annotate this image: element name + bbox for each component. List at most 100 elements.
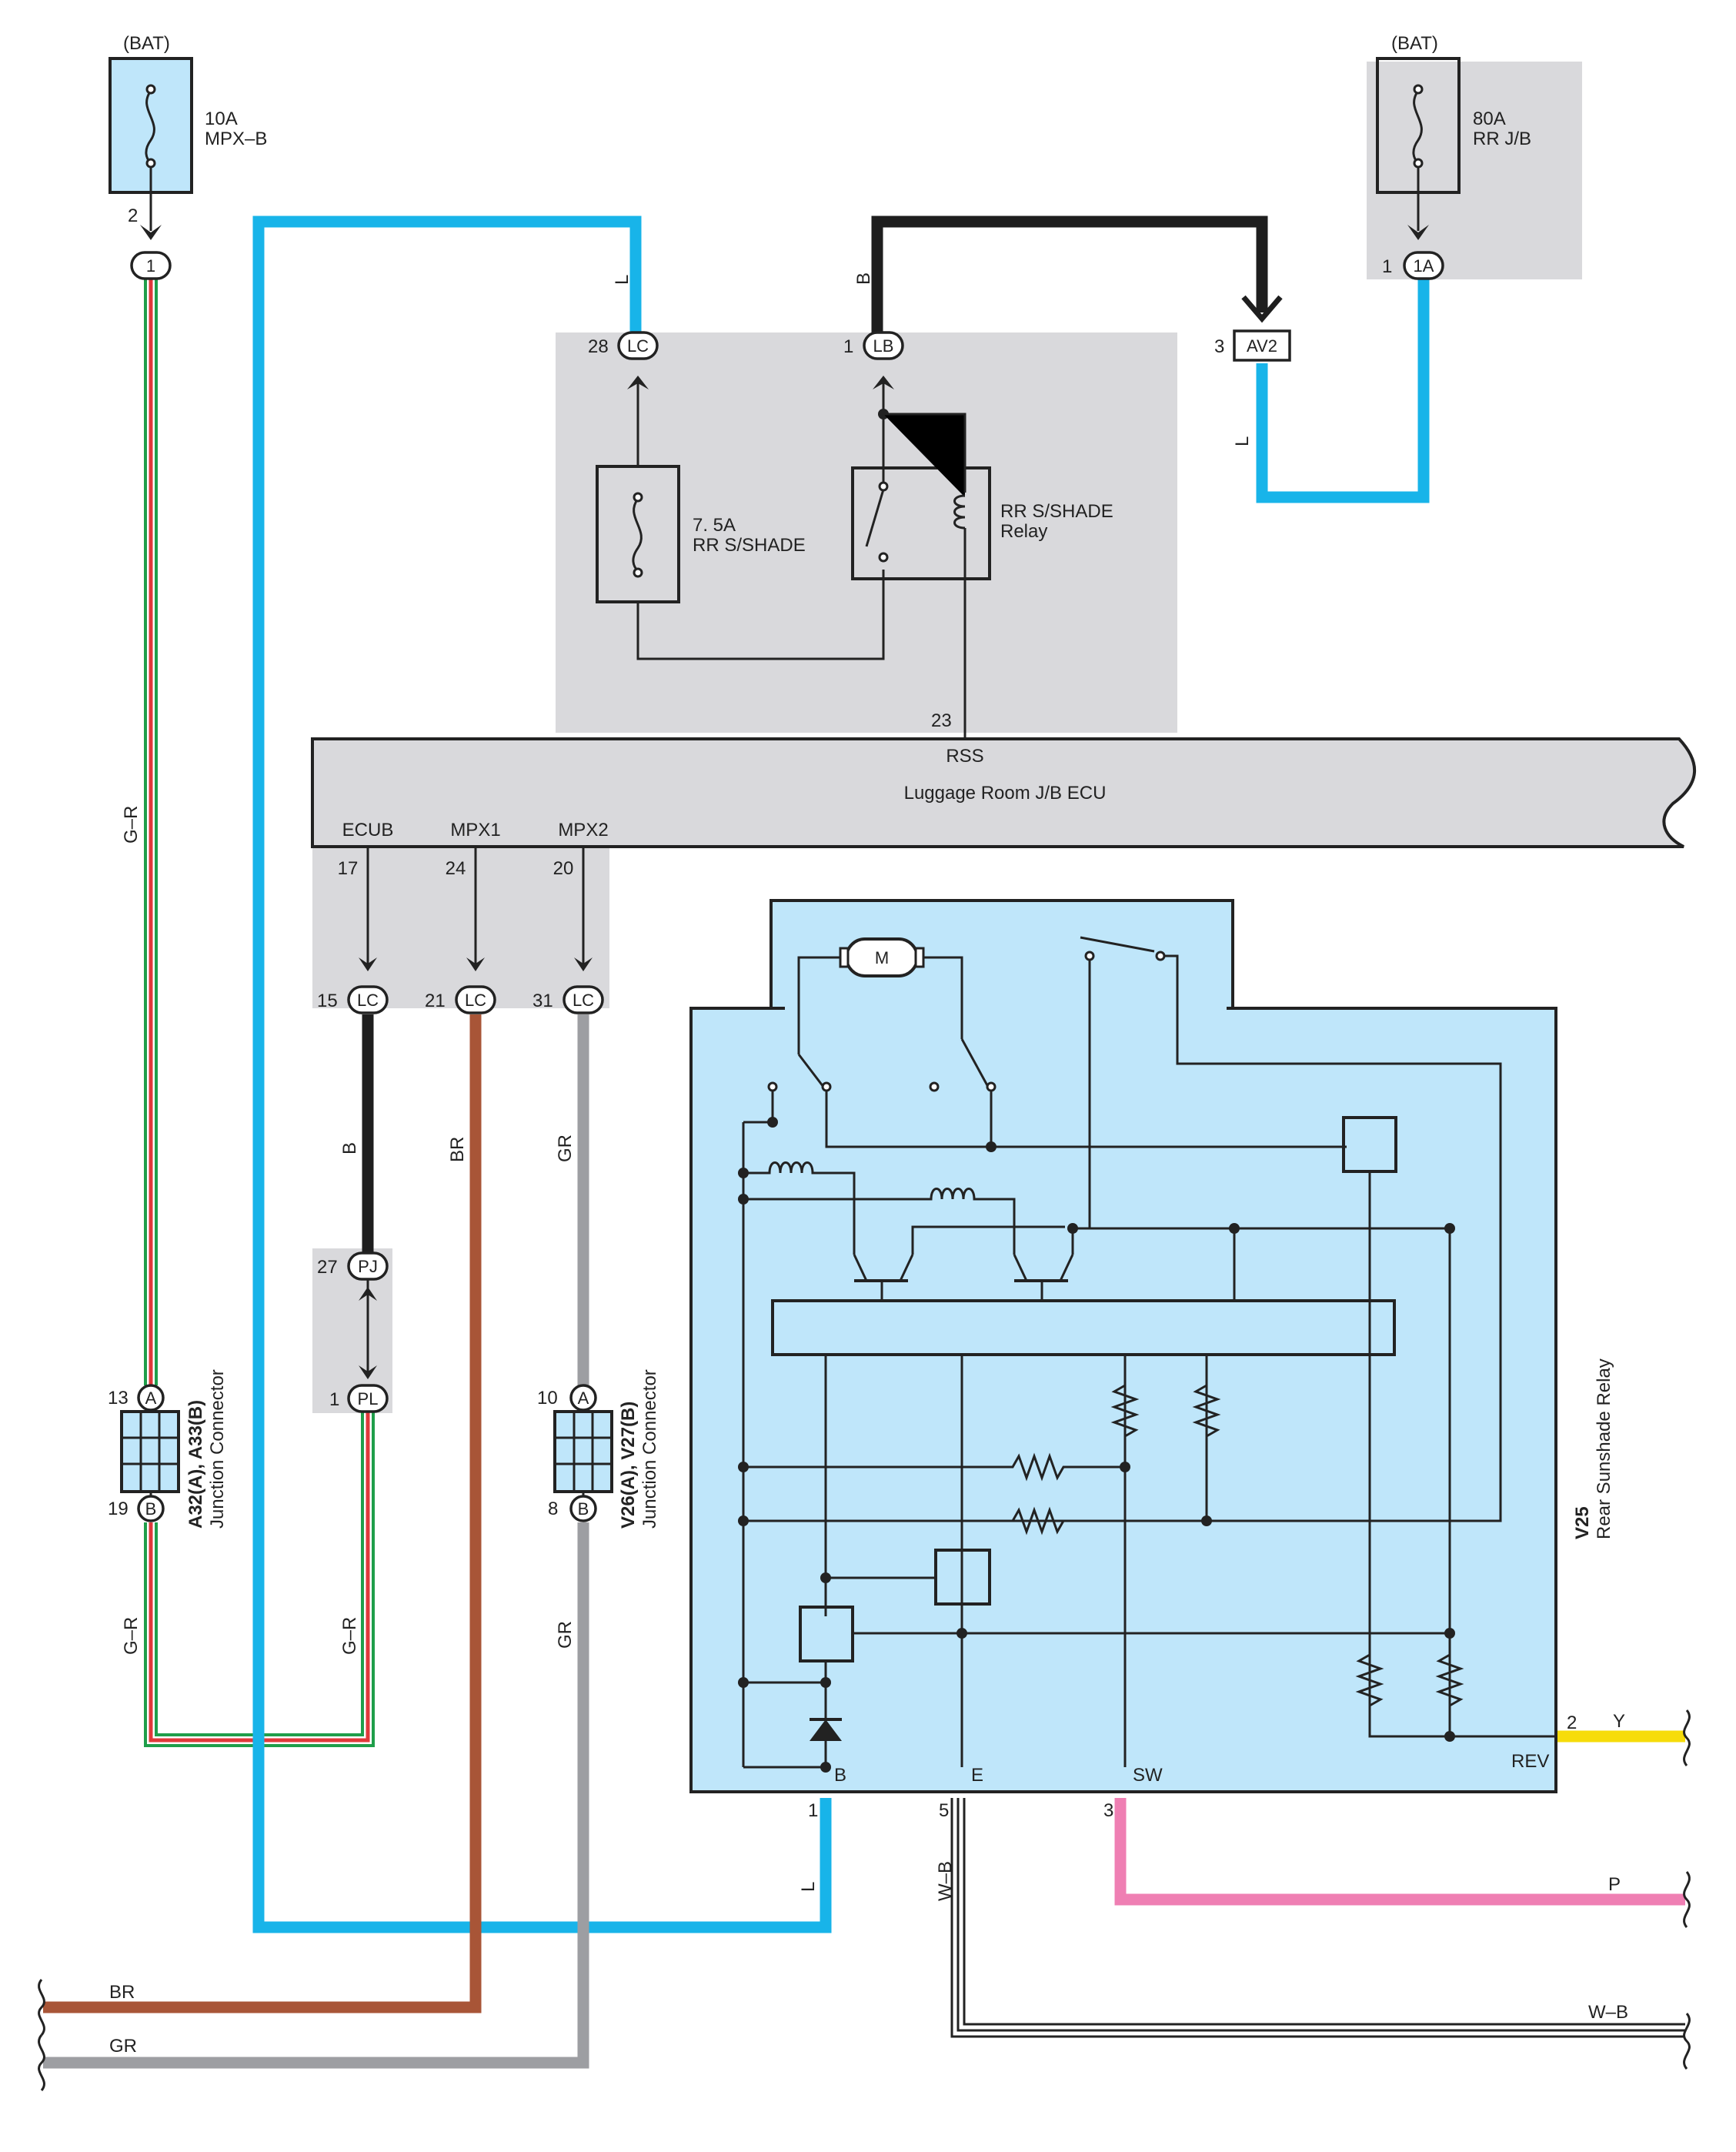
rr-sshade-relay xyxy=(851,376,991,739)
motor-symbol: M xyxy=(797,937,963,1054)
label-br-left: BR xyxy=(109,1982,135,2003)
lb-1-num: 1 xyxy=(843,336,853,357)
fuse-80a-rr-jb xyxy=(1376,57,1461,240)
relay-terminal-rev: REV xyxy=(1511,1751,1549,1772)
wire-w-b xyxy=(950,1798,1685,2038)
bat-80a-panel xyxy=(1367,62,1582,279)
fuse-10a-mpx-b xyxy=(108,57,193,240)
connector-pj: PJ xyxy=(347,1251,389,1379)
wire-break-marks xyxy=(38,1709,1691,2091)
wire-p xyxy=(1114,1798,1685,1906)
ecu-terminal-mpx1: MPX1 24 xyxy=(446,820,501,971)
relay-terminal-b: B xyxy=(834,1765,846,1786)
left-fuse-amp: 10A xyxy=(205,109,238,129)
svg-text:24: 24 xyxy=(446,858,466,879)
wire-br xyxy=(43,1014,482,2013)
connector-1-left: 1 xyxy=(130,251,172,280)
junction-mid-b-num: 8 xyxy=(548,1499,558,1519)
connector-pl: PL xyxy=(347,1384,389,1413)
svg-text:LC: LC xyxy=(627,336,649,356)
ecu-name: Luggage Room J/B ECU xyxy=(904,783,1107,804)
ecu-terminal-mpx2: MPX2 20 xyxy=(553,820,609,971)
svg-text:1: 1 xyxy=(146,256,155,276)
svg-text:LB: LB xyxy=(873,336,894,356)
ic-block xyxy=(771,1299,1396,1356)
relay-terminal-rev-num: 2 xyxy=(1567,1713,1577,1733)
label-l-relay: L xyxy=(798,1882,819,1892)
junction-left-subtitle: Junction Connector xyxy=(207,1369,228,1529)
relay-terminal-e-num: 5 xyxy=(939,1800,949,1821)
label-gr-mpx2: GR xyxy=(555,1134,576,1162)
junction-left-a-num: 13 xyxy=(108,1388,129,1408)
rr-sshade-fuse xyxy=(596,376,885,660)
junction-left-title: A32(A), A33(B) xyxy=(185,1400,206,1529)
label-gr-left: GR xyxy=(109,2036,137,2057)
connector-lc-15: LC xyxy=(347,985,389,1014)
svg-text:A: A xyxy=(145,1388,157,1408)
ecu-terminal-ecub: ECUB 17 xyxy=(338,820,394,971)
svg-text:M: M xyxy=(875,948,889,967)
jb-relay-line2: Relay xyxy=(1000,521,1047,542)
lc-21-num: 21 xyxy=(425,991,446,1011)
lc-28-num: 28 xyxy=(588,336,609,357)
relay-unit-id: V25 xyxy=(1572,1506,1593,1539)
pj-num: 27 xyxy=(317,1257,338,1278)
right-bat-label: (BAT) xyxy=(1391,33,1438,54)
label-br-mpx1: BR xyxy=(447,1137,468,1162)
connector-lc-28: LC xyxy=(617,331,659,360)
svg-text:17: 17 xyxy=(338,858,359,879)
svg-text:A: A xyxy=(578,1388,589,1408)
wire-gr-lower xyxy=(43,1522,589,2069)
connector-1a: 1A xyxy=(1403,251,1444,280)
ecu-bar xyxy=(311,737,1697,848)
connector-av2: AV2 xyxy=(1233,329,1291,362)
left-bat-label: (BAT) xyxy=(123,33,170,54)
av2-num: 3 xyxy=(1214,336,1224,357)
av2-arrow xyxy=(1241,295,1283,323)
transistor-left xyxy=(853,1225,1065,1301)
svg-text:AV2: AV2 xyxy=(1247,336,1277,356)
left-fuse-name: MPX–B xyxy=(205,129,267,149)
relay-unit-name: Rear Sunshade Relay xyxy=(1594,1358,1614,1539)
label-wb-right: W–B xyxy=(1588,2002,1628,2023)
label-wb-relay: W–B xyxy=(935,1861,956,1901)
lc-31-num: 31 xyxy=(532,991,553,1011)
jb-relay-line1: RR S/SHADE xyxy=(1000,501,1113,522)
label-p: P xyxy=(1608,1874,1621,1895)
rear-sunshade-relay: M xyxy=(689,899,1557,1793)
diode xyxy=(810,1719,842,1741)
svg-text:1A: 1A xyxy=(1414,256,1434,276)
svg-text:B: B xyxy=(578,1499,589,1519)
junction-mid-title: V26(A), V27(B) xyxy=(618,1402,639,1529)
wire-l-loop xyxy=(252,216,832,1933)
label-g-r-left-bot: G–R xyxy=(121,1617,142,1655)
connector-lc-21: LC xyxy=(455,985,496,1014)
relay-terminal-b-num: 1 xyxy=(808,1800,818,1821)
junction-connector-a32-a33: A B xyxy=(120,1384,180,1522)
right-fuse-name: RR J/B xyxy=(1473,129,1531,149)
label-g-r-left-top: G–R xyxy=(121,806,142,844)
label-b-top: B xyxy=(853,272,874,285)
svg-text:PJ: PJ xyxy=(358,1257,378,1276)
wire-g-r-left xyxy=(144,274,158,1385)
jb-terminal-23: 23 xyxy=(931,710,952,731)
relay-terminal-e: E xyxy=(971,1765,983,1786)
connector-1a-num: 1 xyxy=(1382,256,1392,277)
wire-b-top xyxy=(871,216,1268,332)
label-gr-mpx2-low: GR xyxy=(555,1621,576,1649)
label-b-ecub: B xyxy=(339,1142,360,1155)
svg-text:ECUB: ECUB xyxy=(342,820,394,840)
label-l-top: L xyxy=(612,275,633,285)
svg-text:PL: PL xyxy=(358,1389,379,1408)
junction-mid-subtitle: Junction Connector xyxy=(639,1369,660,1529)
connector-lc-31: LC xyxy=(563,985,604,1014)
wire-l-av2 xyxy=(1256,279,1430,503)
pl-num: 1 xyxy=(329,1389,339,1410)
svg-text:LC: LC xyxy=(465,991,486,1010)
junction-connector-v26-v27: A B xyxy=(553,1384,613,1522)
jb-fuse-name: RR S/SHADE xyxy=(693,535,806,556)
transistor-right xyxy=(1013,1223,1455,1301)
junction-left-b-num: 19 xyxy=(108,1499,129,1519)
svg-text:MPX2: MPX2 xyxy=(558,820,608,840)
